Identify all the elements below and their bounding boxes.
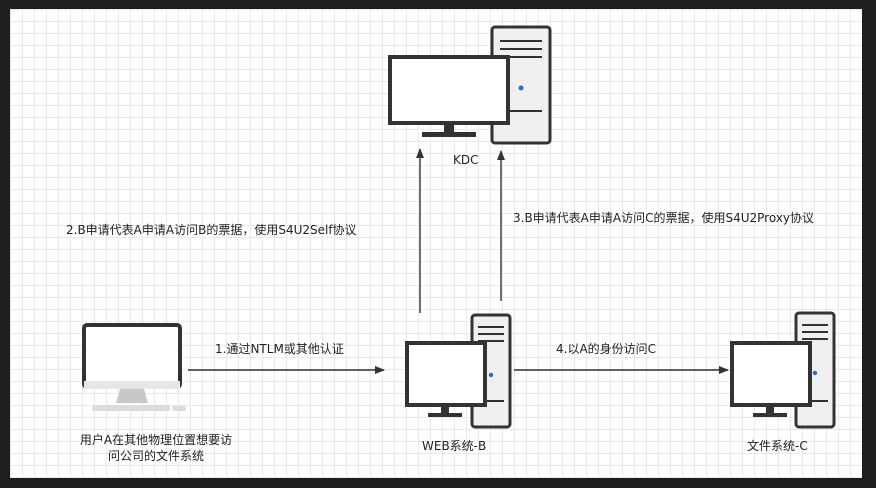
web-b-server-icon xyxy=(405,313,512,429)
user-a-desktop-icon xyxy=(82,323,186,411)
diagram-art xyxy=(82,25,836,429)
kdc-server-icon xyxy=(388,25,552,145)
edge-step3-label: 3.B申请代表A申请A访问C的票据，使用S4U2Proxy协议 xyxy=(513,211,815,225)
edge-step2-label: 2.B申请代表A申请A访问B的票据，使用S4U2Self协议 xyxy=(66,223,357,237)
diagram-canvas: KDC 2.B申请代表A申请A访问B的票据，使用S4U2Self协议 3.B申请… xyxy=(10,9,862,478)
edge-step1-label: 1.通过NTLM或其他认证 xyxy=(215,342,344,356)
file-c-server-icon xyxy=(730,311,836,429)
user-a-label-line2: 问公司的文件系统 xyxy=(107,449,204,463)
user-a-label: 用户A在其他物理位置想要访 问公司的文件系统 xyxy=(56,432,256,464)
user-a-label-line1: 用户A在其他物理位置想要访 xyxy=(79,433,233,447)
kdc-label: KDC xyxy=(453,153,479,167)
web-b-label: WEB系统-B xyxy=(422,439,487,453)
edge-step4-label: 4.以A的身份访问C xyxy=(556,342,657,356)
file-c-label: 文件系统-C xyxy=(747,439,808,453)
